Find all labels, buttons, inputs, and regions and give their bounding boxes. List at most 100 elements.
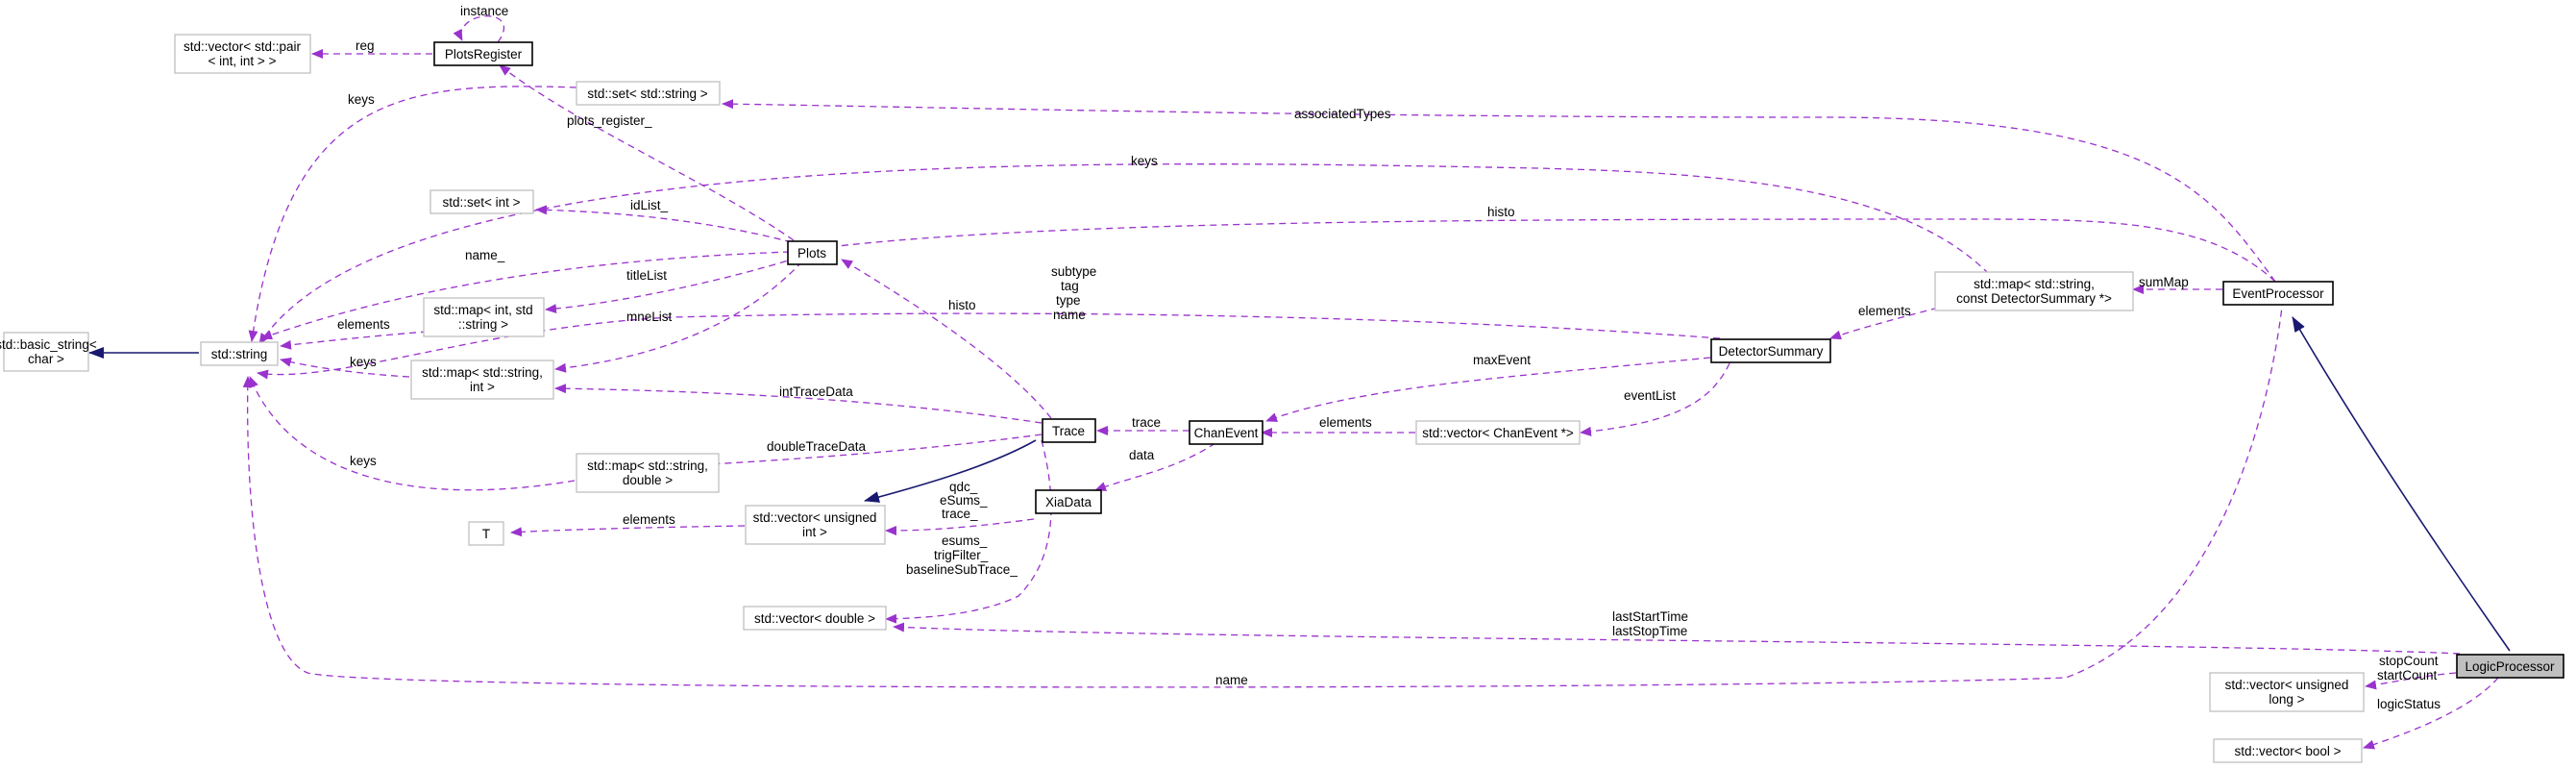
edge-trace-inttracedata: [554, 384, 1043, 424]
node-map-string-double-label-2: double >: [623, 473, 673, 487]
node-xia-data[interactable]: XiaData: [1035, 489, 1102, 514]
node-event-processor[interactable]: EventProcessor: [2222, 281, 2334, 306]
node-map-int-string[interactable]: std::map< int, std ::string >: [423, 297, 545, 337]
node-logic-processor[interactable]: LogicProcessor: [2456, 654, 2564, 679]
label-elements-summary: elements: [1858, 304, 1911, 318]
node-map-string-int[interactable]: std::map< std::string, int >: [410, 360, 554, 400]
node-map-string-int-label-1: std::map< std::string,: [422, 365, 543, 380]
edge-plots-name: [260, 251, 791, 340]
node-vector-pair-label-2: < int, int > >: [209, 54, 277, 68]
label-idlist: idList_: [630, 198, 669, 212]
node-t-label: T: [482, 527, 490, 541]
edge-mapstringint-keys: [280, 357, 410, 378]
edge-logicprocessor-startstoptime: [893, 622, 2461, 655]
edge-mapsummary-keys: [258, 163, 1990, 345]
node-map-string-double[interactable]: std::map< std::string, double >: [576, 453, 720, 493]
label-doubletracedata: doubleTraceData: [767, 439, 867, 454]
node-detector-summary[interactable]: DetectorSummary: [1710, 338, 1831, 363]
label-esums: eSums_: [940, 493, 988, 508]
edge-logicprocessor-inherits-eventprocessor: [2292, 316, 2511, 652]
label-elements-chan: elements: [1319, 415, 1372, 430]
label-baselinesubtrace: baselineSubTrace_: [906, 562, 1018, 577]
node-std-string[interactable]: std::string: [200, 341, 279, 366]
label-trace: trace_: [942, 507, 978, 521]
node-std-string-label: std::string: [211, 347, 268, 361]
node-plots-register[interactable]: PlotsRegister: [433, 41, 533, 66]
label-laststarttime: lastStartTime: [1612, 609, 1688, 624]
node-vector-double[interactable]: std::vector< double >: [743, 606, 887, 631]
node-vector-uint-label-2: int >: [802, 525, 827, 539]
edge-chanevent-data: [1094, 442, 1216, 491]
node-vector-ulong-label-1: std::vector< unsigned: [2225, 678, 2349, 692]
node-vector-chanevent-label: std::vector< ChanEvent *>: [1422, 426, 1574, 440]
node-t[interactable]: T: [468, 521, 504, 546]
nodes: LogicProcessor EventProcessor PlotsRegis…: [0, 34, 2564, 763]
label-instance: instance: [460, 4, 508, 18]
node-set-string-label: std::set< std::string >: [587, 87, 707, 101]
node-map-int-string-label-2: ::string >: [458, 317, 508, 332]
edge-labels: reg instance keys plots_register_ associ…: [337, 4, 2441, 711]
label-plots-register: plots_register_: [567, 113, 652, 128]
edge-detectorsummary-maxevent: [1265, 357, 1711, 422]
node-vector-uint-label-1: std::vector< unsigned: [753, 510, 877, 525]
label-associated-types: associatedTypes: [1294, 107, 1391, 121]
edge-eventprocessor-associatedtypes: [722, 99, 2276, 283]
label-subtype: subtype: [1051, 264, 1096, 279]
label-elements-t: elements: [623, 512, 675, 527]
node-map-int-string-label-1: std::map< int, std: [433, 303, 532, 317]
node-vector-pair[interactable]: std::vector< std::pair < int, int > >: [174, 34, 311, 74]
label-keys-stringdouble: keys: [350, 454, 377, 468]
label-stopcount: stopCount: [2379, 654, 2439, 668]
node-basic-string[interactable]: std::basic_string< char >: [0, 332, 97, 372]
label-histo-trace: histo: [948, 298, 976, 312]
label-reg: reg: [356, 38, 375, 53]
label-keys-set: keys: [348, 92, 375, 107]
node-detector-summary-label: DetectorSummary: [1719, 344, 1824, 359]
edge-plotsregister-instance: [453, 15, 505, 43]
label-trace-chan: trace: [1132, 415, 1161, 430]
node-map-summary[interactable]: std::map< std::string, const DetectorSum…: [1934, 271, 2134, 311]
label-keys-map: keys: [1131, 154, 1158, 168]
label-histo-ep: histo: [1487, 205, 1515, 219]
label-trace-vecuint: qdc_ eSums_ trace_: [940, 480, 988, 521]
node-map-summary-label-1: std::map< std::string,: [1974, 277, 2095, 291]
edge-plots-mnelist: [554, 260, 803, 373]
edge-eventprocessor-histo: [821, 218, 2276, 283]
node-vector-ulong-label-2: long >: [2269, 692, 2304, 707]
node-trace[interactable]: Trace: [1042, 418, 1096, 443]
node-vector-ulong[interactable]: std::vector< unsigned long >: [2209, 672, 2365, 712]
edge-trace-vectordouble: [885, 439, 1052, 624]
label-name: name_: [465, 248, 505, 262]
node-plots[interactable]: Plots: [787, 240, 838, 265]
edge-mapintstring-elements: [280, 331, 429, 350]
node-vector-chanevent[interactable]: std::vector< ChanEvent *>: [1415, 420, 1581, 445]
node-trace-label: Trace: [1052, 424, 1085, 438]
node-set-string[interactable]: std::set< std::string >: [576, 81, 721, 106]
edge-trace-inherits-vectoruint: [864, 439, 1037, 503]
label-eventlist: eventList: [1624, 388, 1676, 403]
edge-detectorsummary-eventlist: [1580, 362, 1730, 436]
label-name-detsum: name: [1053, 308, 1086, 322]
label-data: data: [1129, 448, 1155, 462]
node-set-int[interactable]: std::set< int >: [429, 189, 534, 214]
label-startstoptime: lastStartTime lastStopTime: [1612, 609, 1688, 638]
label-elements-mapint: elements: [337, 317, 390, 332]
node-basic-string-label-1: std::basic_string<: [0, 337, 97, 352]
node-map-summary-label-2: const DetectorSummary *>: [1956, 291, 2112, 306]
node-vector-bool[interactable]: std::vector< bool >: [2213, 738, 2363, 763]
node-vector-pair-label-1: std::vector< std::pair: [184, 39, 301, 54]
node-map-string-int-label-2: int >: [470, 380, 495, 394]
label-startcount: startCount: [2377, 668, 2438, 682]
label-detsum-names: subtype tag type name: [1051, 264, 1096, 322]
label-type: type: [1056, 293, 1081, 308]
label-counts: stopCount startCount: [2377, 654, 2439, 682]
edge-mapstringdouble-keys: [249, 376, 576, 491]
node-set-int-label: std::set< int >: [442, 195, 520, 210]
node-chan-event[interactable]: ChanEvent: [1189, 420, 1263, 445]
label-laststoptime: lastStopTime: [1612, 624, 1687, 638]
edge-logicprocessor-counts: [2365, 672, 2457, 690]
node-vector-double-label: std::vector< double >: [754, 611, 875, 626]
node-vector-uint[interactable]: std::vector< unsigned int >: [745, 505, 886, 545]
node-vector-bool-label: std::vector< bool >: [2234, 744, 2341, 758]
